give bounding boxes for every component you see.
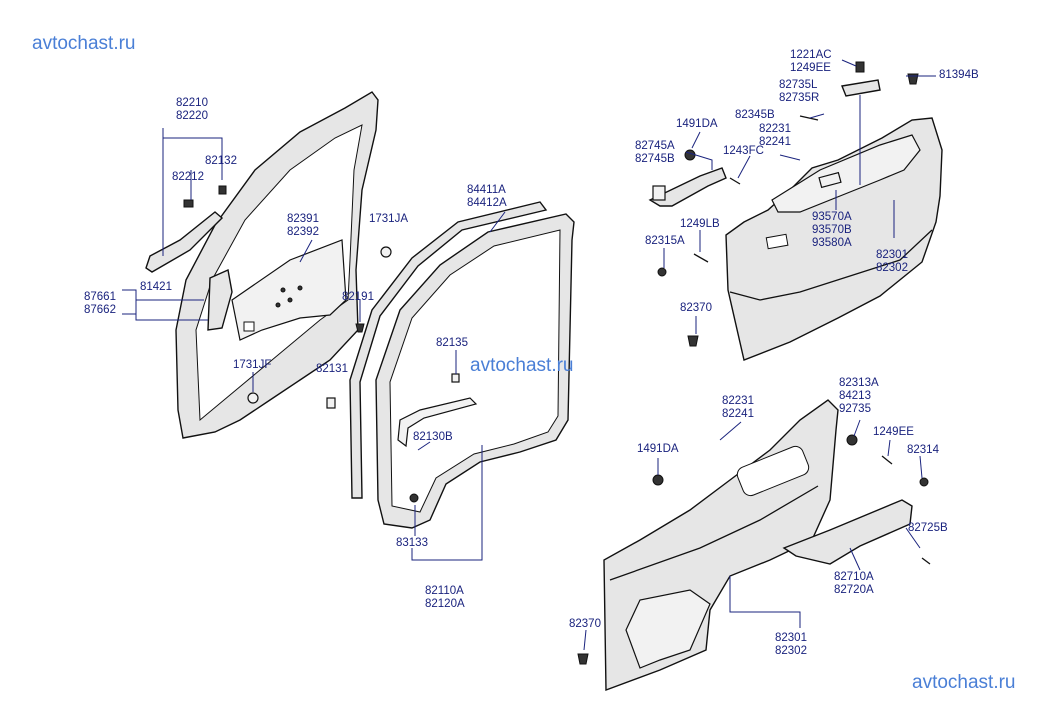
door-trim-panel-lower (603, 399, 839, 692)
clip-82313A (846, 434, 858, 446)
screw-1491DA-bot (652, 474, 664, 486)
watermark-top-left: avtochast.ru (32, 33, 136, 54)
screw-1249LB (693, 253, 709, 263)
handle-93570A (818, 171, 842, 189)
part-label: 82302 (775, 645, 807, 657)
part-label: 82135 (436, 337, 468, 349)
part-label: 81394B (939, 69, 979, 81)
watermark-bottom-right: avtochast.ru (912, 672, 1016, 693)
part-label: 1491DA (676, 118, 718, 130)
part-label: 1731JF (233, 359, 272, 371)
part-label: 82720A (834, 584, 874, 596)
part-label: 82120A (425, 598, 465, 610)
leader-lines (122, 59, 936, 651)
part-label: 82110A (425, 585, 464, 597)
part-label: 82241 (722, 408, 754, 420)
part-label: 92735 (839, 403, 871, 415)
clip-83133 (409, 493, 419, 503)
clip-82314 (919, 477, 929, 487)
clip-82191 (355, 323, 365, 333)
part-label: 1731JA (369, 213, 409, 225)
screw-1491DA-top (684, 149, 696, 161)
part-label: 93580A (812, 237, 852, 249)
part-label: 82231 (722, 395, 754, 407)
part-label: 1243FC (723, 145, 764, 157)
part-label: 82370 (680, 302, 712, 314)
part-label: 87662 (84, 304, 116, 316)
screw-1243FC (729, 177, 741, 185)
screw-82725B (921, 557, 931, 565)
part-label: 82315A (645, 235, 685, 247)
part-label: 87661 (84, 291, 116, 303)
clip-82370-bot (577, 653, 589, 665)
clip-82315A (657, 267, 667, 277)
door-weatherstrip-82110A (375, 213, 575, 529)
mirror-bracket-87661 (207, 268, 233, 331)
screw-82345B (799, 115, 819, 121)
screw-1249EE-bot (881, 455, 893, 465)
part-label: 82301 (876, 249, 908, 261)
clip-82135 (451, 373, 460, 383)
part-label: 82745A (635, 140, 675, 152)
part-label: 82212 (172, 171, 204, 183)
part-label: 82735R (779, 92, 820, 104)
part-label: 82392 (287, 226, 319, 238)
part-label: 1249EE (873, 426, 914, 438)
part-label: 1221AC (790, 49, 832, 61)
part-label: 81421 (140, 281, 172, 293)
part-label: 82745B (635, 153, 675, 165)
pad-82131 (326, 397, 336, 409)
part-label: 82710A (834, 571, 874, 583)
part-label: 82132 (205, 155, 237, 167)
door-trim-panel-upper (725, 117, 943, 361)
part-label: 84412A (467, 197, 507, 209)
part-label: 84411A (467, 184, 506, 196)
part-label: 84213 (839, 390, 871, 402)
part-label: 82314 (907, 444, 939, 456)
clip-82132 (218, 185, 227, 195)
part-label: 82241 (759, 136, 791, 148)
window-channel-82212 (145, 211, 224, 273)
part-label: 1249LB (680, 218, 720, 230)
part-label: 82220 (176, 110, 208, 122)
door-inner-panel-left (175, 91, 379, 439)
part-label: 82302 (876, 262, 908, 274)
clip-1221AC (855, 61, 865, 73)
part-label: 82735L (779, 79, 818, 91)
part-label: 82370 (569, 618, 601, 630)
part-label: 1491DA (637, 443, 679, 455)
part-label: 93570B (812, 224, 852, 236)
part-label: 82725B (908, 522, 948, 534)
part-label: 1249EE (790, 62, 831, 74)
clip-82212 (183, 199, 194, 208)
plug-1731JA (380, 246, 392, 258)
part-label: 82301 (775, 632, 807, 644)
part-label: 82191 (342, 291, 374, 303)
part-label: 82391 (287, 213, 319, 225)
part-label: 82231 (759, 123, 791, 135)
watermark-center: avtochast.ru (470, 355, 574, 376)
part-label: 93570A (812, 211, 852, 223)
part-label: 82313A (839, 377, 879, 389)
weatherstrip-84411A (349, 201, 548, 499)
part-label: 82210 (176, 97, 208, 109)
part-label: 82345B (735, 109, 775, 121)
part-label: 83133 (396, 537, 428, 549)
armrest-82710A (782, 499, 913, 565)
clip-82370-top (687, 335, 699, 347)
bracket-82745A (648, 167, 727, 207)
part-label: 82130B (413, 431, 453, 443)
part-label: 82131 (316, 363, 348, 375)
plug-1731JF (247, 392, 259, 404)
handle-82735L (841, 79, 881, 97)
strip-82130B (397, 397, 478, 448)
